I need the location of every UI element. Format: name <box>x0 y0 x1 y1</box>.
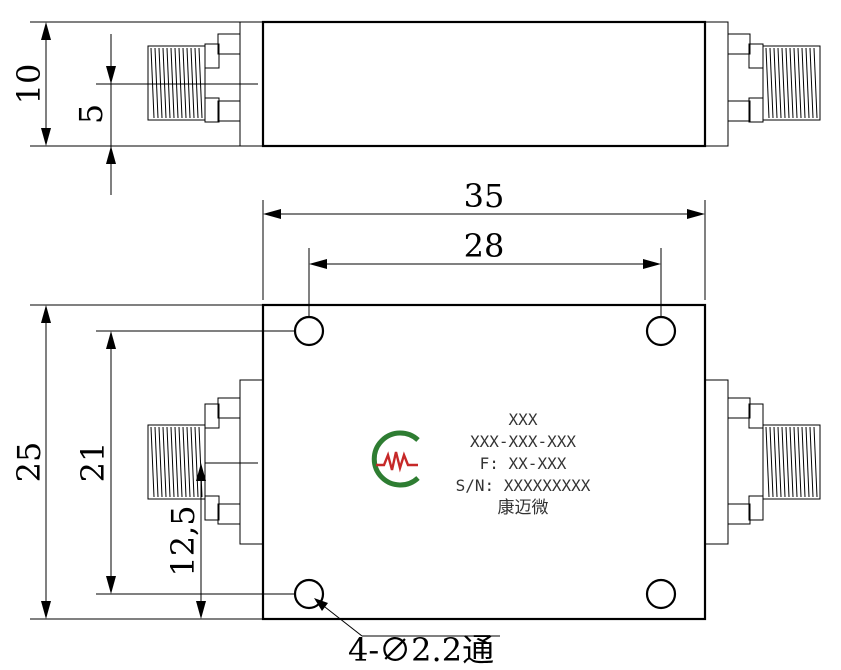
kangmaiwei-logo <box>371 430 420 488</box>
thread-line <box>154 426 159 498</box>
thread-line <box>769 47 774 119</box>
dim-length-35: 35 <box>262 177 706 300</box>
thread-line <box>178 47 183 119</box>
thread-line <box>162 426 167 498</box>
top-right-connector <box>704 379 821 545</box>
thread-line <box>198 47 203 119</box>
side-left-connector <box>147 21 264 147</box>
thread-line <box>166 47 171 119</box>
top-view: 35 28 25 21 <box>10 177 821 669</box>
thread-line <box>182 426 187 498</box>
top-left-connector <box>147 379 264 545</box>
thread-line <box>178 426 183 498</box>
thread-line <box>785 47 790 119</box>
side-view: 10 5 <box>10 20 821 195</box>
thread-line <box>813 426 818 498</box>
thread-line <box>789 426 794 498</box>
thread-line <box>186 47 191 119</box>
thread-line <box>194 426 199 498</box>
thread-line <box>809 426 814 498</box>
thread-line <box>182 47 187 119</box>
thread-line <box>170 426 175 498</box>
side-body <box>261 20 707 148</box>
thread-line <box>194 47 199 119</box>
mount-hole-bottom-right <box>645 578 677 610</box>
dim-height-label: 10 <box>10 64 48 105</box>
thread-line <box>797 426 802 498</box>
thread-line <box>805 426 810 498</box>
thread-line <box>150 426 155 498</box>
thread-line <box>190 47 195 119</box>
dim-hole-spacing-21: 21 <box>74 330 296 595</box>
thread-line <box>154 47 159 119</box>
label-line5: 康迈微 <box>498 498 549 518</box>
thread-line <box>166 426 171 498</box>
thread-line <box>170 47 175 119</box>
dim-center-label: 5 <box>72 104 110 124</box>
thread-line <box>809 47 814 119</box>
thread-line <box>765 47 770 119</box>
dim-hole-spacing-28: 28 <box>308 227 662 318</box>
thread-line <box>773 47 778 119</box>
thread-line <box>158 47 163 119</box>
thread-line <box>777 47 782 119</box>
thread-line <box>150 47 155 119</box>
dim-height-10: 10 <box>10 21 262 147</box>
label-line4: S/N: XXXXXXXXX <box>456 476 591 495</box>
label-line1: XXX <box>509 410 538 429</box>
thread-line <box>805 47 810 119</box>
product-label: XXX XXX-XXX-XXX F: XX-XXX S/N: XXXXXXXXX… <box>456 410 591 518</box>
thread-line <box>793 47 798 119</box>
thread-line <box>785 426 790 498</box>
thread-line <box>781 47 786 119</box>
thread-line <box>793 426 798 498</box>
dim-center-5: 5 <box>72 34 258 195</box>
dim-connector-offset-label: 12,5 <box>164 505 202 576</box>
thread-line <box>801 426 806 498</box>
thread-line <box>174 47 179 119</box>
thread-line <box>781 426 786 498</box>
thread-line <box>158 426 163 498</box>
hole-callout: 4-∅2.2通 <box>314 598 500 669</box>
mount-hole-top-left <box>293 315 325 347</box>
thread-line <box>186 426 191 498</box>
dim-width-label: 25 <box>10 442 48 483</box>
thread-line <box>789 47 794 119</box>
side-right-connector <box>704 21 821 147</box>
thread-line <box>174 426 179 498</box>
dim-length-label: 35 <box>464 177 505 215</box>
thread-line <box>801 47 806 119</box>
label-line2: XXX-XXX-XXX <box>470 432 576 451</box>
dim-connector-offset: 12,5 <box>164 463 262 620</box>
thread-line <box>777 426 782 498</box>
thread-line <box>769 426 774 498</box>
label-line3: F: XX-XXX <box>480 454 567 473</box>
dim-width-25: 25 <box>10 304 262 620</box>
thread-line <box>813 47 818 119</box>
thread-line <box>773 426 778 498</box>
thread-line <box>190 426 195 498</box>
hole-callout-label: 4-∅2.2通 <box>348 631 494 669</box>
mount-hole-top-right <box>645 315 677 347</box>
thread-line <box>162 47 167 119</box>
thread-line <box>765 426 770 498</box>
dim-hole-spacing-y-label: 21 <box>74 442 112 483</box>
thread-line <box>797 47 802 119</box>
dim-hole-spacing-x-label: 28 <box>464 227 505 265</box>
